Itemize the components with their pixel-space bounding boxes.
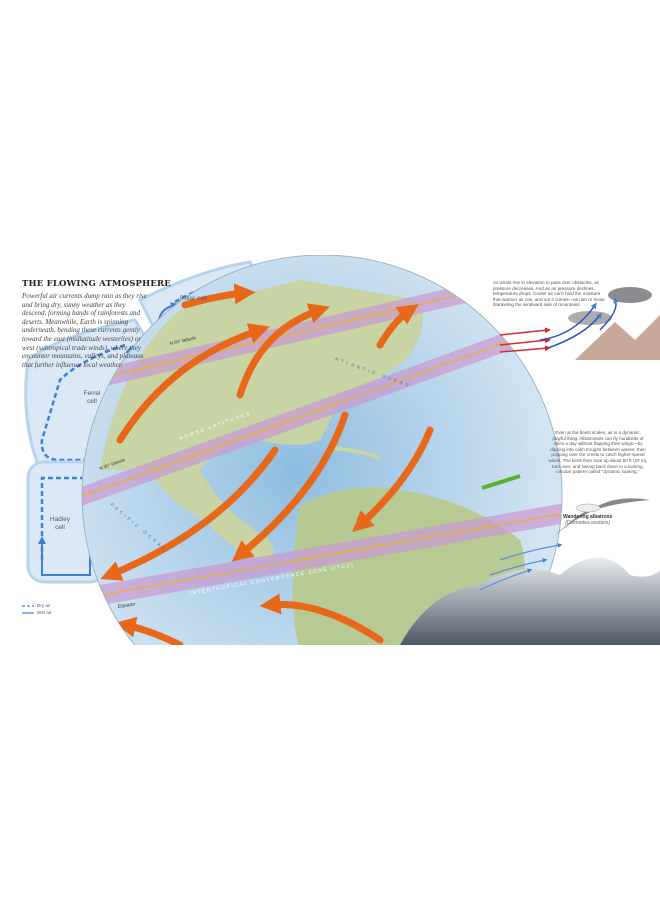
albatross-illustration [545, 498, 650, 545]
hadley-cell-label: Hadley cell [49, 516, 71, 531]
label-n60: N 60° latitude [169, 335, 197, 346]
trade-wind-arrow [352, 426, 434, 533]
mountain-note: As winds rise in elevation to pass over … [493, 280, 605, 308]
ferrel-cell-label: Ferrel cell [83, 390, 101, 405]
page-title: THE FLOWING ATMOSPHERE [22, 279, 171, 289]
polar-cell-label: Polar cell [180, 295, 207, 302]
green-arrow [481, 474, 521, 490]
westerly-arrow [181, 283, 256, 309]
albatross-name: Wandering albatross [563, 514, 613, 520]
legend-item-dry: Dry air [22, 602, 51, 609]
albatross-note: Even at the finest scales, air is a dyna… [548, 430, 648, 475]
legend-label: Dry air [37, 603, 51, 608]
legend-item-wet: Wet air [22, 609, 51, 616]
polar-easterly-arrow [376, 304, 419, 349]
legend: Dry air Wet air [22, 602, 51, 616]
albatross-latin-name: (Diomedea exulans) [565, 520, 611, 526]
westerly-arrow [116, 323, 270, 444]
mountain-scene [499, 287, 660, 360]
westerly-arrow [236, 303, 330, 399]
north-america-land [100, 280, 423, 560]
label-equator: Equator [117, 602, 136, 610]
atmosphere-illustration: N 60° latitude N 30° latitude HORSE LATI… [24, 255, 660, 645]
trade-wind-arrow [259, 593, 384, 644]
albatross-caption: Wandering albatross (Diomedea exulans) [563, 514, 612, 526]
trade-wind-arrow [231, 411, 349, 562]
trade-wind-arrow [100, 446, 279, 581]
caribbean-islands [329, 446, 381, 460]
ocean-wave-scene [400, 498, 660, 645]
trade-wind-arrow [114, 616, 184, 645]
intro-paragraph: Powerful air currents dump rain as they … [22, 292, 147, 369]
legend-label: Wet air [37, 610, 52, 615]
wind-arrows [100, 283, 434, 645]
globe: N 60° latitude N 30° latitude HORSE LATI… [81, 255, 563, 645]
